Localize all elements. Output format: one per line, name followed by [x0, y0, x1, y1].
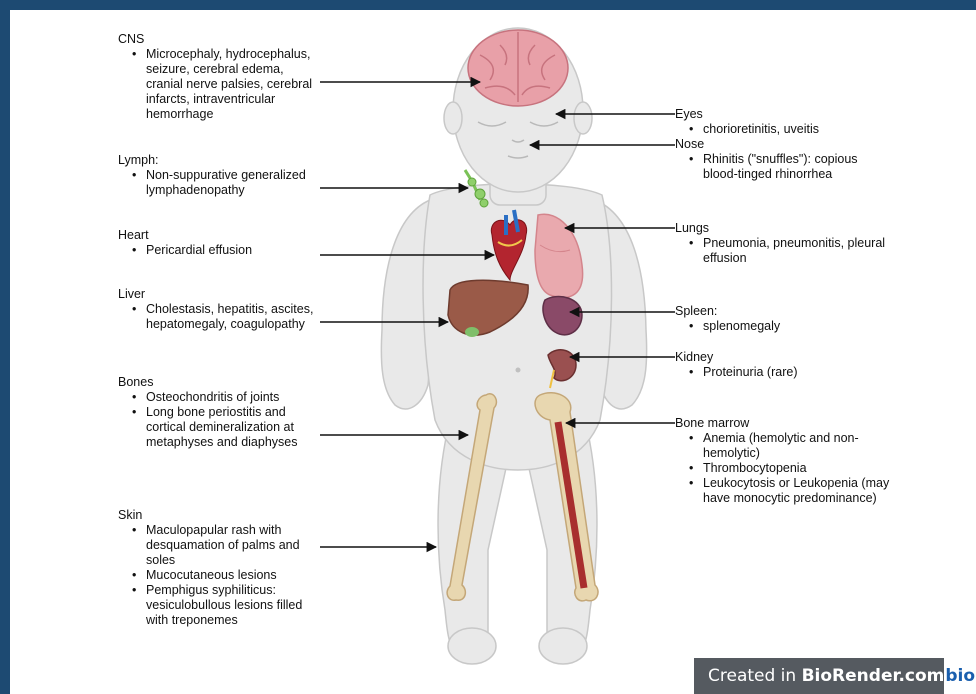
- lungs-title: Lungs: [675, 221, 905, 236]
- bones-item-1: Osteochondritis of joints: [146, 390, 323, 405]
- skin-title: Skin: [118, 508, 328, 523]
- label-eyes: Eyes chorioretinitis, uveitis: [675, 107, 885, 137]
- label-marrow: Bone marrow Anemia (hemolytic and non-he…: [675, 416, 890, 506]
- biorender-watermark[interactable]: Created in BioRender.com bio: [694, 658, 976, 694]
- heart-item-1: Pericardial effusion: [146, 243, 318, 258]
- right-ear: [574, 102, 592, 134]
- label-lymph: Lymph: Non-suppurative generalized lymph…: [118, 153, 318, 198]
- nose-item-1: Rhinitis ("snuffles"): copious blood-tin…: [703, 152, 885, 182]
- spleen-item-1: splenomegaly: [703, 319, 885, 334]
- heart-title: Heart: [118, 228, 318, 243]
- lymph-item-1: Non-suppurative generalized lymphadenopa…: [146, 168, 318, 198]
- liver-item-1: Cholestasis, hepatitis, ascites, hepatom…: [146, 302, 323, 332]
- marrow-title: Bone marrow: [675, 416, 890, 431]
- eyes-item-1: chorioretinitis, uveitis: [703, 122, 885, 137]
- watermark-text: Created in BioRender.com: [694, 666, 944, 686]
- label-bones: Bones Osteochondritis of joints Long bon…: [118, 375, 323, 450]
- diagram-frame: CNS Microcephaly, hydrocephalus, seizure…: [10, 10, 976, 694]
- marrow-item-3: Leukocytosis or Leukopenia (may have mon…: [703, 476, 890, 506]
- lungs-item-1: Pneumonia, pneumonitis, pleural effusion: [703, 236, 905, 266]
- watermark-brand: BioRender.com: [802, 666, 945, 686]
- spleen-title: Spleen:: [675, 304, 885, 319]
- label-nose: Nose Rhinitis ("snuffles"): copious bloo…: [675, 137, 885, 182]
- nose-title: Nose: [675, 137, 885, 152]
- label-lungs: Lungs Pneumonia, pneumonitis, pleural ef…: [675, 221, 905, 266]
- watermark-prefix: Created in: [708, 666, 802, 686]
- right-foot: [539, 628, 587, 664]
- label-cns: CNS Microcephaly, hydrocephalus, seizure…: [118, 32, 318, 122]
- marrow-item-1: Anemia (hemolytic and non-hemolytic): [703, 431, 890, 461]
- skin-item-1: Maculopapular rash with desquamation of …: [146, 523, 328, 568]
- cns-item-1: Microcephaly, hydrocephalus, seizure, ce…: [146, 47, 318, 122]
- label-heart: Heart Pericardial effusion: [118, 228, 318, 258]
- cns-title: CNS: [118, 32, 318, 47]
- label-kidney: Kidney Proteinuria (rare): [675, 350, 885, 380]
- navel: [516, 368, 521, 373]
- skin-item-3: Pemphigus syphiliticus: vesiculobullous …: [146, 583, 328, 628]
- left-ear: [444, 102, 462, 134]
- label-liver: Liver Cholestasis, hepatitis, ascites, h…: [118, 287, 323, 332]
- infant-body: [381, 28, 646, 664]
- lymph-title: Lymph:: [118, 153, 318, 168]
- eyes-title: Eyes: [675, 107, 885, 122]
- kidney-item-1: Proteinuria (rare): [703, 365, 885, 380]
- bones-title: Bones: [118, 375, 323, 390]
- bones-item-2: Long bone periostitis and cortical demin…: [146, 405, 323, 450]
- liver-title: Liver: [118, 287, 323, 302]
- biorender-logo-icon: bio: [944, 658, 976, 694]
- gallbladder: [465, 327, 479, 337]
- marrow-item-2: Thrombocytopenia: [703, 461, 890, 476]
- kidney-title: Kidney: [675, 350, 885, 365]
- brain: [468, 30, 568, 106]
- left-foot: [448, 628, 496, 664]
- skin-item-2: Mucocutaneous lesions: [146, 568, 328, 583]
- label-spleen: Spleen: splenomegaly: [675, 304, 885, 334]
- label-skin: Skin Maculopapular rash with desquamatio…: [118, 508, 328, 628]
